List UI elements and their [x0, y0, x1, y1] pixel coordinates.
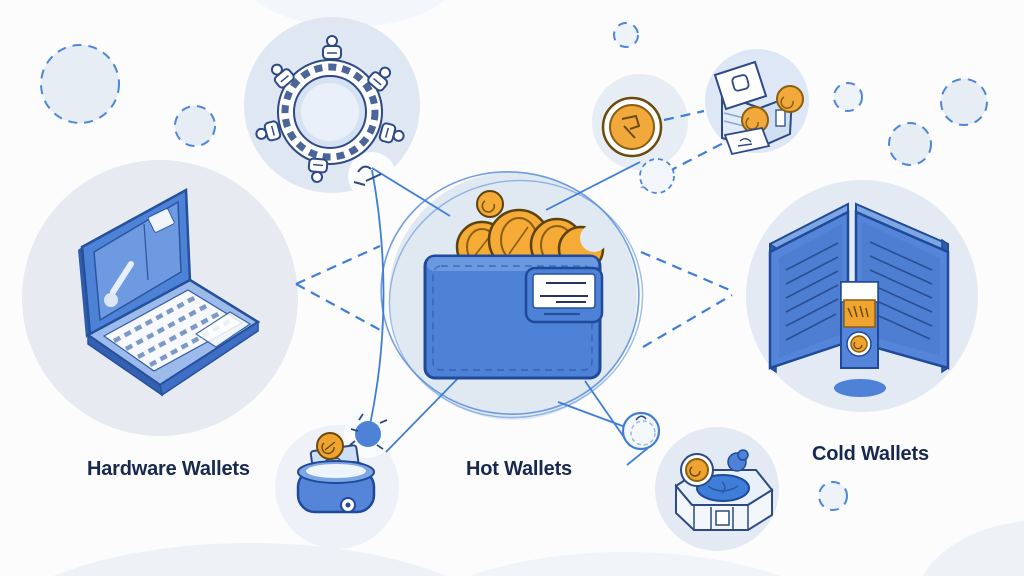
dashed-bubbles	[40, 22, 988, 511]
cold-wallets-label: Cold Wallets	[812, 443, 929, 465]
hot-wallet-icon	[423, 190, 608, 380]
anchor-scribble	[353, 165, 382, 186]
table-figures	[255, 35, 405, 183]
cold-wallet-book-icon	[768, 202, 950, 397]
hub-sketch-rings	[380, 171, 644, 419]
sketch-node	[621, 411, 661, 451]
connector-lines	[295, 109, 738, 466]
mini-dashed-circle	[639, 158, 675, 194]
dashed-connectors	[295, 109, 738, 348]
savings-pot-icon	[296, 432, 376, 514]
vault-icon	[674, 449, 774, 531]
hardware-wallets-label: Hardware Wallets	[87, 458, 250, 480]
filled-node	[355, 421, 381, 447]
hot-wallets-label: Hot Wallets	[466, 458, 572, 480]
round-table-icon	[255, 35, 405, 186]
connector-nodes	[349, 411, 661, 451]
laptop-icon	[78, 187, 261, 397]
solid-connectors	[369, 161, 649, 466]
crypto-box-icon	[713, 60, 804, 156]
gold-coin-icon	[601, 96, 663, 158]
